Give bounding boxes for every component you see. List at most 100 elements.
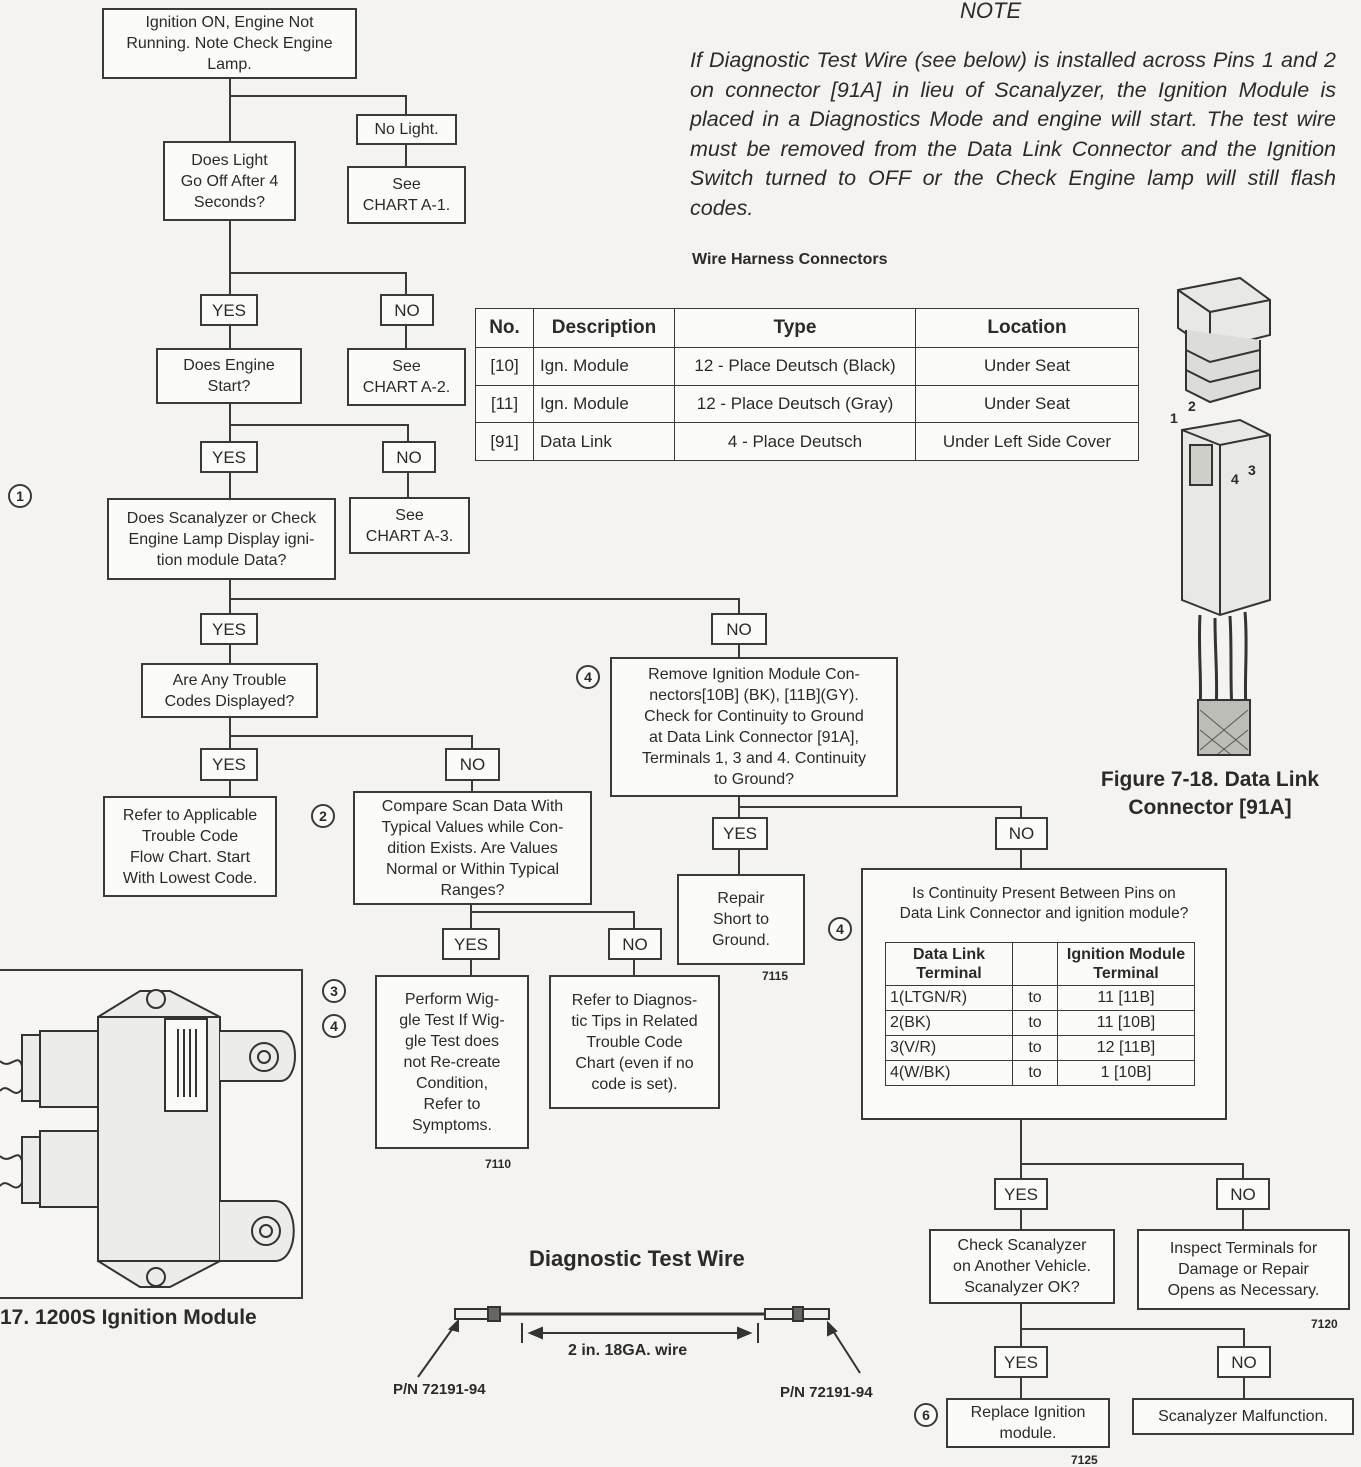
ignition-module-illustration xyxy=(0,989,296,1288)
code-7115: 7115 xyxy=(762,969,789,983)
pin-cell: 3(V/R) xyxy=(885,1035,1013,1061)
table-cell: Under Seat xyxy=(915,384,1139,424)
pin-label: 3 xyxy=(1248,462,1256,478)
step-marker: 4 xyxy=(828,917,852,941)
table-cell: [10] xyxy=(475,347,534,386)
no-label: NO xyxy=(1217,1346,1271,1378)
check-scanalyzer-box: Check Scanalyzer on Another Vehicle. Sca… xyxy=(929,1229,1115,1304)
see-chart-a1: See CHART A-1. xyxy=(347,166,466,224)
data-link-connector-illustration xyxy=(1177,276,1271,756)
step-marker: 4 xyxy=(322,1014,346,1038)
part-number-right: P/N 72191-94 xyxy=(780,1384,873,1401)
yes-label: YES xyxy=(712,817,768,850)
wire-length-label: 2 in. 18GA. wire xyxy=(568,1342,688,1359)
continuity-question: Is Continuity Present Between Pins on Da… xyxy=(899,885,1189,922)
code-7125: 7125 xyxy=(1071,1453,1098,1467)
step-marker: 6 xyxy=(914,1403,938,1427)
no-label: NO xyxy=(1216,1178,1270,1210)
code-7120: 7120 xyxy=(1311,1317,1338,1331)
table-cell: Ign. Module xyxy=(533,347,675,386)
pin-cell: 1(LTGN/R) xyxy=(885,985,1013,1011)
yes-label: YES xyxy=(200,748,258,781)
pin-row: 4(W/BK) to 1 [10B] xyxy=(885,1060,1195,1086)
step-marker: 3 xyxy=(322,979,346,1003)
yes-label: YES xyxy=(200,613,258,645)
repair-short-box: Repair Short to Ground. xyxy=(677,874,805,965)
no-label: NO xyxy=(995,817,1048,850)
pin-cell: 1 [10B] xyxy=(1057,1060,1195,1086)
step-marker: 1 xyxy=(8,484,32,508)
remove-connectors-box: Remove Ignition Module Con- nectors[10B]… xyxy=(610,657,898,797)
step-marker: 4 xyxy=(576,665,600,689)
compare-scan-box: Compare Scan Data With Typical Values wh… xyxy=(353,791,592,905)
yes-label: YES xyxy=(200,441,258,473)
yes-label: YES xyxy=(442,928,500,960)
no-label: NO xyxy=(445,748,500,781)
table-cell: Ign. Module xyxy=(533,384,675,424)
pin-row: 2(BK) to 11 [10B] xyxy=(885,1010,1195,1036)
pin-row: 3(V/R) to 12 [11B] xyxy=(885,1035,1195,1061)
pin-cell: 2(BK) xyxy=(885,1010,1013,1036)
pin-cell: 12 [11B] xyxy=(1057,1035,1195,1061)
pin-header-module: Ignition Module Terminal xyxy=(1057,942,1195,986)
table-row: [10] Ign. Module 12 - Place Deutsch (Bla… xyxy=(475,347,1139,386)
pin-cell: to xyxy=(1012,1035,1058,1061)
no-label: NO xyxy=(382,441,436,473)
ignition-module-caption: 17. 1200S Ignition Module xyxy=(0,1306,257,1329)
code-7110: 7110 xyxy=(485,1157,512,1171)
col-header: Type xyxy=(674,308,916,348)
note-text: If Diagnostic Test Wire (see below) is i… xyxy=(690,48,1336,220)
scanalyzer-malfunction-box: Scanalyzer Malfunction. xyxy=(1132,1398,1354,1435)
table-cell: [11] xyxy=(475,384,534,424)
pin-cell: to xyxy=(1012,1010,1058,1036)
connector-caption: Figure 7-18. Data Link Connector [91A] xyxy=(1100,768,1320,819)
diag-tips-box: Refer to Diagnos- tic Tips in Related Tr… xyxy=(549,975,720,1109)
table-row: [91] Data Link 4 - Place Deutsch Under L… xyxy=(475,422,1139,461)
wire-harness-title: Wire Harness Connectors xyxy=(692,251,888,268)
pin-label: 2 xyxy=(1188,398,1196,414)
pin-header-spacer xyxy=(1012,942,1058,986)
table-cell: Under Left Side Cover xyxy=(915,422,1139,461)
pin-cell: 11 [11B] xyxy=(1057,985,1195,1011)
note-title: NOTE xyxy=(960,0,1022,23)
col-header: Description xyxy=(533,308,675,348)
table-cell: 12 - Place Deutsch (Black) xyxy=(674,347,916,386)
pin-cell: to xyxy=(1012,985,1058,1011)
start-box: Ignition ON, Engine Not Running. Note Ch… xyxy=(102,8,357,79)
no-light-box: No Light. xyxy=(356,114,457,145)
no-label: NO xyxy=(380,294,434,326)
yes-label: YES xyxy=(994,1346,1048,1378)
wire-harness-table: No. Description Type Location [10] Ign. … xyxy=(475,308,1139,461)
ignition-module-figure xyxy=(0,969,303,1299)
see-chart-a3: See CHART A-3. xyxy=(349,497,470,554)
refer-trouble-code-box: Refer to Applicable Trouble Code Flow Ch… xyxy=(103,796,277,897)
replace-module-box: Replace Ignition module. xyxy=(946,1398,1110,1448)
test-wire-illustration xyxy=(417,1306,861,1378)
see-chart-a2: See CHART A-2. xyxy=(347,348,466,406)
col-header: No. xyxy=(475,308,534,348)
table-row: [11] Ign. Module 12 - Place Deutsch (Gra… xyxy=(475,384,1139,424)
pin-cell: 4(W/BK) xyxy=(885,1060,1013,1086)
scan-display-question: Does Scanalyzer or Check Engine Lamp Dis… xyxy=(107,498,336,580)
pin-table: Data Link Terminal Ignition Module Termi… xyxy=(885,942,1195,1086)
pin-header-datalink: Data Link Terminal xyxy=(885,942,1013,986)
pin-label: 4 xyxy=(1231,471,1239,487)
wiggle-test-box: Perform Wig- gle Test If Wig- gle Test d… xyxy=(375,975,529,1149)
table-cell: [91] xyxy=(475,422,534,461)
table-cell: 4 - Place Deutsch xyxy=(674,422,916,461)
yes-label: YES xyxy=(200,294,258,326)
col-header: Location xyxy=(915,308,1139,348)
table-cell: 12 - Place Deutsch (Gray) xyxy=(674,384,916,424)
yes-label: YES xyxy=(994,1178,1048,1210)
no-label: NO xyxy=(711,613,767,645)
table-cell: Under Seat xyxy=(915,347,1139,386)
part-number-left: P/N 72191-94 xyxy=(393,1381,486,1398)
pin-row: 1(LTGN/R) to 11 [11B] xyxy=(885,985,1195,1011)
no-label: NO xyxy=(608,928,662,960)
step-marker: 2 xyxy=(311,804,335,828)
engine-start-question: Does Engine Start? xyxy=(156,348,302,404)
pin-cell: to xyxy=(1012,1060,1058,1086)
pin-label: 1 xyxy=(1170,410,1178,426)
inspect-terminals-box: Inspect Terminals for Damage or Repair O… xyxy=(1137,1229,1350,1310)
test-wire-title: Diagnostic Test Wire xyxy=(529,1246,745,1271)
